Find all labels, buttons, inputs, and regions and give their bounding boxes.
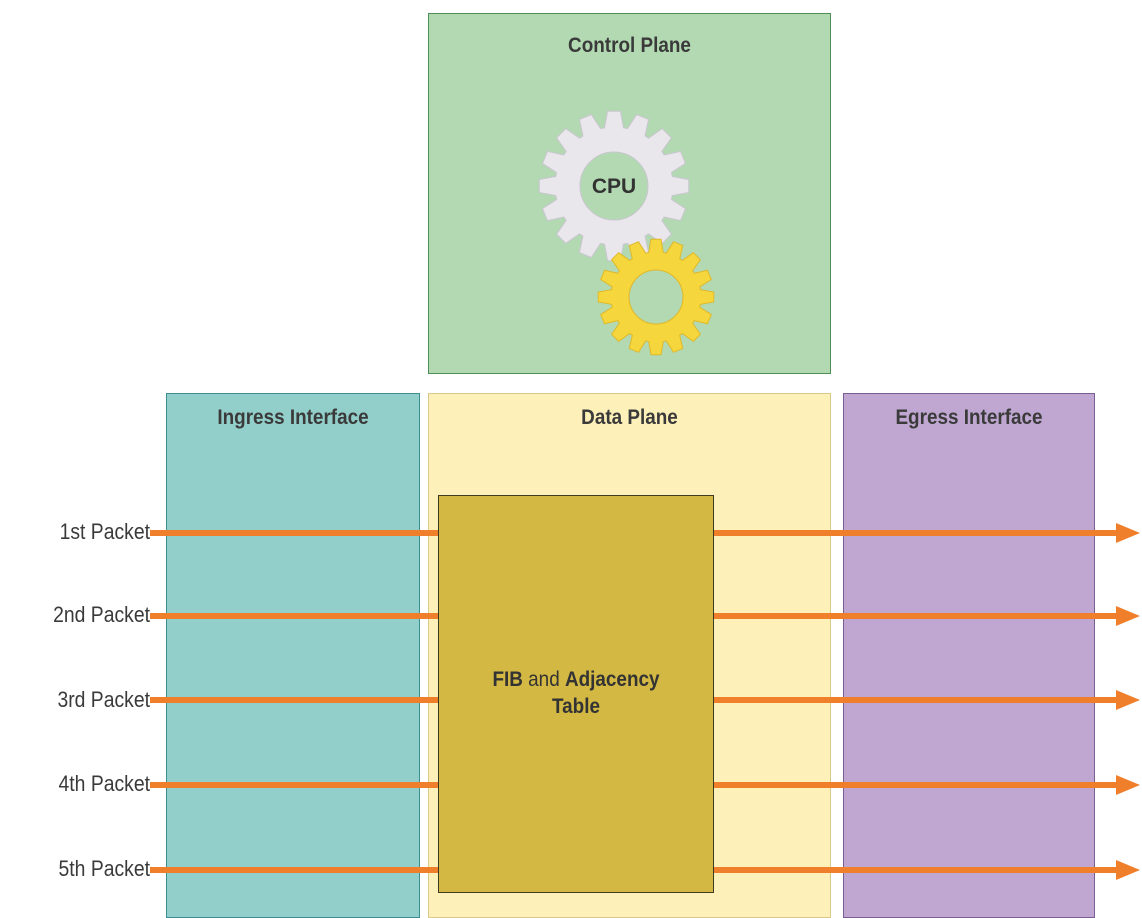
ingress-interface-box: Ingress Interface — [166, 393, 420, 918]
arrow-head-icon — [1116, 606, 1140, 626]
cpu-label: CPU — [592, 175, 636, 198]
arrow-head-icon — [1116, 523, 1140, 543]
fib-label-part3: Adjacency — [564, 668, 660, 691]
packet-label-4: 4th Packet — [58, 771, 150, 796]
packet-label-1: 1st Packet — [59, 519, 150, 544]
packet-label-5: 5th Packet — [58, 856, 150, 881]
ingress-interface-title: Ingress Interface — [217, 406, 369, 429]
data-plane-title: Data Plane — [581, 406, 678, 429]
fib-label-part4: Table — [552, 695, 600, 718]
small-gear-icon — [597, 238, 715, 356]
fib-adjacency-table-box: FIB and Adjacency Table — [438, 495, 714, 893]
arrow-head-icon — [1116, 775, 1140, 795]
fib-label-part1: FIB — [492, 668, 523, 691]
arrow-head-icon — [1116, 860, 1140, 880]
fib-adjacency-table-label: FIB and Adjacency Table — [453, 666, 700, 720]
fib-label-part2: and — [522, 668, 565, 691]
packet-label-3: 3rd Packet — [57, 687, 151, 712]
egress-interface-title: Egress Interface — [895, 406, 1043, 429]
control-plane-title: Control Plane — [568, 34, 691, 57]
arrow-head-icon — [1116, 690, 1140, 710]
egress-interface-box: Egress Interface — [843, 393, 1095, 918]
packet-label-2: 2nd Packet — [53, 602, 150, 627]
cpu-gear-icon — [538, 110, 690, 262]
